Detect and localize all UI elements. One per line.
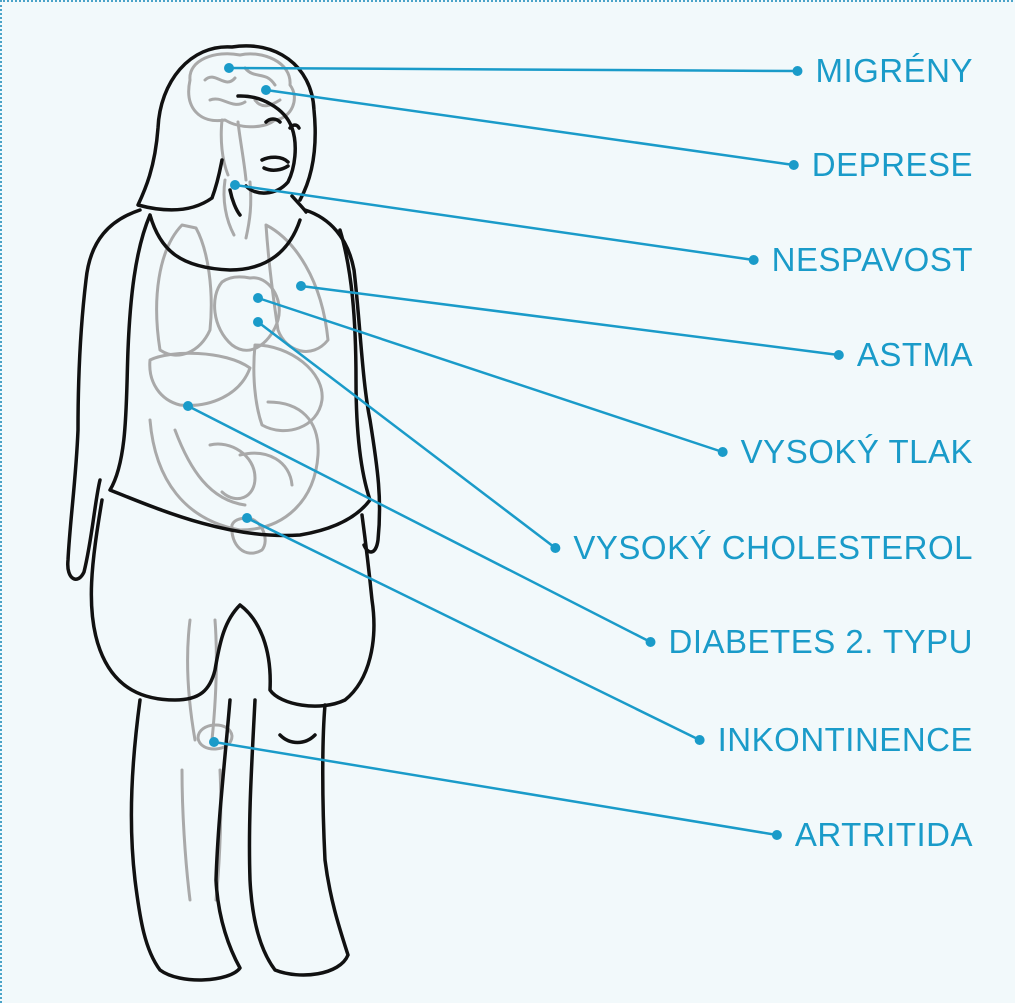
leader-line (258, 322, 555, 548)
label-dot (550, 543, 560, 553)
label-dot (646, 637, 656, 647)
label-vysoky-cholesterol: VYSOKÝ CHOLESTEROL (573, 528, 973, 568)
leader-line (266, 90, 794, 165)
leader-line (229, 68, 797, 71)
organ-dot (230, 180, 240, 190)
label-dot (718, 447, 728, 457)
label-dot (792, 66, 802, 76)
organ-dot (224, 63, 234, 73)
brain-shape (189, 54, 295, 127)
spinal-cord (221, 120, 246, 180)
label-dot (772, 830, 782, 840)
label-dot (789, 160, 799, 170)
leader-line (214, 742, 777, 835)
organ-dot (183, 401, 193, 411)
label-inkontinence: INKONTINENCE (718, 720, 973, 760)
organ-dot (209, 737, 219, 747)
intestines (150, 402, 318, 530)
label-migreny: MIGRÉNY (815, 51, 973, 91)
label-dot (834, 350, 844, 360)
organs (150, 54, 328, 900)
shoulders (68, 210, 380, 579)
label-artritida: ARTRITIDA (795, 815, 973, 855)
label-deprese: DEPRESE (812, 145, 973, 185)
leader-line (301, 286, 839, 355)
stomach-shape (254, 345, 322, 431)
organ-dot (296, 281, 306, 291)
liver-shape (150, 353, 250, 405)
eye-right (290, 125, 299, 128)
organ-dot (253, 317, 263, 327)
leader-line (235, 185, 754, 260)
heart-shape (215, 277, 280, 350)
label-diabetes: DIABETES 2. TYPU (669, 622, 973, 662)
tank-top (110, 215, 370, 536)
label-astma: ASTMA (857, 335, 973, 375)
label-dot (695, 735, 705, 745)
knee-right-crease (280, 735, 315, 743)
label-nespavost: NESPAVOST (772, 240, 973, 280)
organ-dot (242, 513, 252, 523)
organ-dot (261, 85, 271, 95)
label-dot (749, 255, 759, 265)
label-vysoky-tlak: VYSOKÝ TLAK (741, 432, 973, 472)
organ-dot (253, 293, 263, 303)
